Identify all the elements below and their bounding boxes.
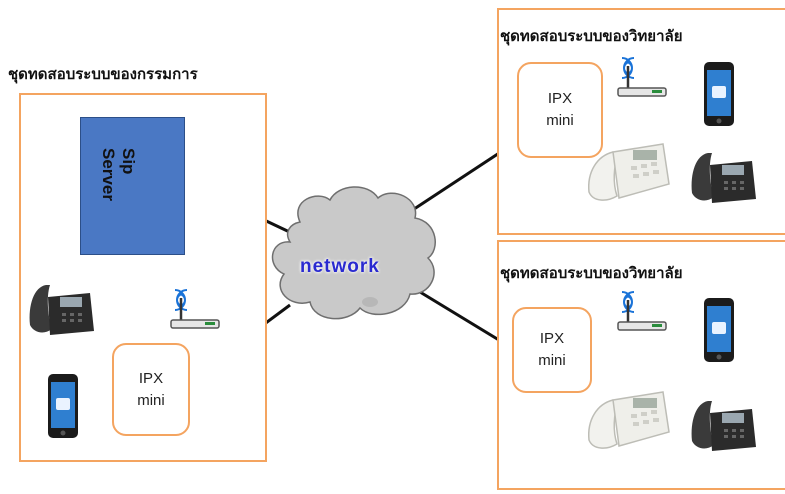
- network-label: network: [300, 256, 380, 277]
- desk-phone-icon: [691, 401, 756, 451]
- white-desk-phone-icon: [588, 143, 670, 201]
- sip-server-label: Sip Server: [99, 148, 138, 201]
- white-desk-phone-icon: [588, 391, 670, 449]
- line-network-to-university-bottom: [419, 290, 513, 350]
- desk-phone-icon: [691, 153, 756, 203]
- university-bottom-title: ชุดทดสอบระบบของวิทยาลัย: [500, 264, 683, 282]
- university-top-title: ชุดทดสอบระบบของวิทยาลัย: [500, 27, 683, 45]
- committee-title: ชุดทดสอบระบบของกรรมการ: [8, 65, 198, 83]
- router-icon: [170, 289, 220, 329]
- mobile-phone-icon: [704, 298, 734, 362]
- sip-server: Sip Server: [80, 117, 185, 255]
- mobile-phone-icon: [704, 62, 734, 126]
- desk-phone-icon: [29, 285, 94, 335]
- mobile-phone-icon: [48, 374, 78, 438]
- router-icon: [617, 57, 667, 97]
- router-icon: [617, 291, 667, 331]
- cloud-icon: [271, 186, 436, 320]
